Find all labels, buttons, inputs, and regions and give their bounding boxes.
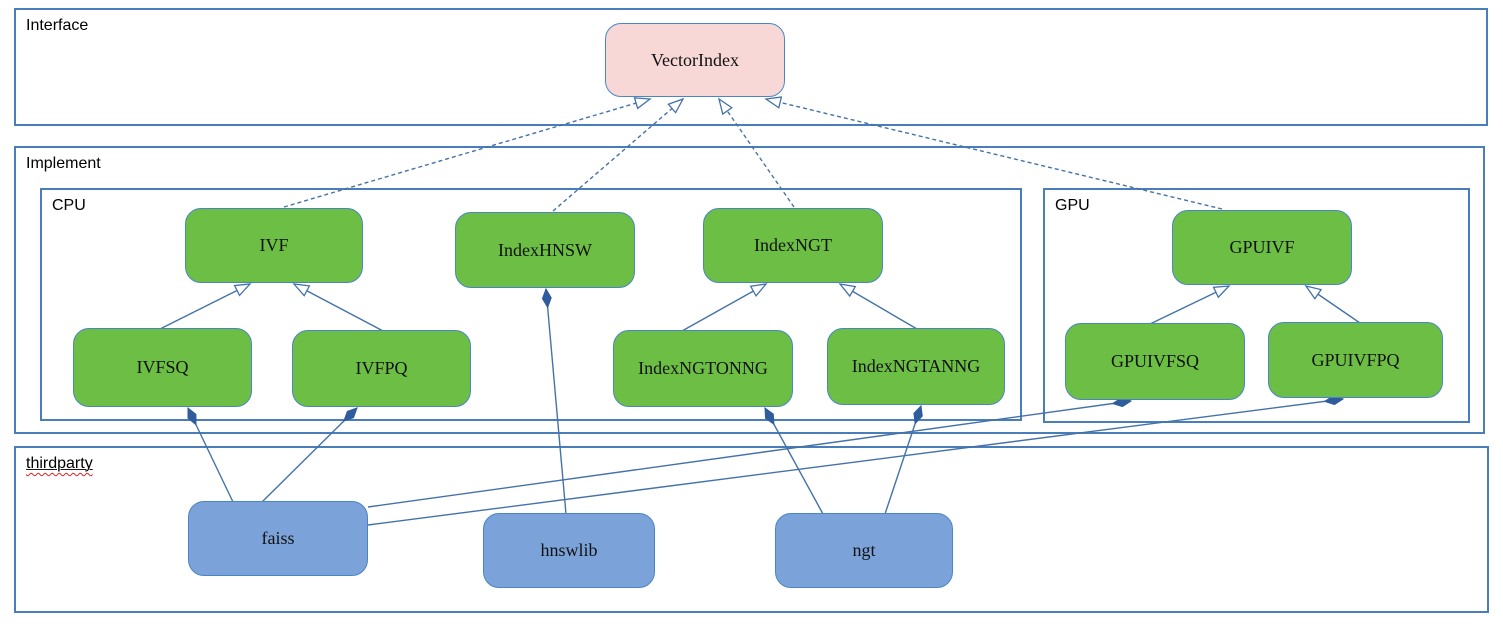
node-hnswlib: hnswlib (483, 513, 655, 588)
node-indexngt: IndexNGT (703, 208, 883, 283)
node-label-indexngtonng: IndexNGTONNG (638, 358, 768, 378)
node-label-faiss: faiss (261, 528, 295, 548)
node-label-ngt: ngt (852, 540, 876, 560)
section-label-text-thirdparty: thirdparty (26, 455, 93, 472)
node-label-vectorindex: VectorIndex (651, 49, 739, 70)
section-label-text-interface: Interface (26, 17, 89, 34)
node-label-ivfsq: IVFSQ (136, 357, 189, 377)
node-indexngtonng: IndexNGTONNG (613, 330, 793, 407)
node-label-gpuivfpq: GPUIVFPQ (1311, 349, 1400, 370)
node-label-gpuivf: GPUIVF (1229, 237, 1295, 257)
node-label-gpuivfsq: GPUIVFSQ (1110, 351, 1200, 371)
node-ivfpq: IVFPQ (292, 330, 471, 407)
node-indexngtanng: IndexNGTANNG (827, 328, 1005, 405)
node-vectorindex: VectorIndex (605, 23, 785, 97)
node-ngt: ngt (775, 513, 953, 588)
section-label-text-cpu: CPU (52, 197, 86, 214)
node-gpuivfpq: GPUIVFPQ (1268, 322, 1443, 398)
node-label-indexngtanng: IndexNGTANNG (851, 356, 981, 376)
node-faiss: faiss (188, 501, 368, 576)
section-label-text-gpu: GPU (1055, 197, 1090, 214)
node-label-indexhnsw: IndexHNSW (498, 239, 592, 260)
section-label-cpu: CPU (52, 196, 86, 215)
node-label-ivf: IVF (259, 235, 289, 255)
node-label-indexngt: IndexNGT (754, 235, 832, 255)
node-indexhnsw: IndexHNSW (455, 212, 635, 288)
section-label-thirdparty: thirdparty (26, 454, 93, 473)
node-label-ivfpq: IVFPQ (355, 358, 408, 378)
node-gpuivfsq: GPUIVFSQ (1065, 323, 1245, 400)
section-label-interface: Interface (26, 16, 88, 35)
node-ivf: IVF (185, 208, 363, 283)
section-label-text-implement: Implement (26, 155, 101, 172)
section-label-implement: Implement (26, 154, 101, 173)
node-label-hnswlib: hnswlib (540, 540, 598, 560)
section-label-gpu: GPU (1055, 196, 1090, 215)
node-ivfsq: IVFSQ (73, 328, 252, 407)
node-gpuivf: GPUIVF (1172, 210, 1352, 285)
